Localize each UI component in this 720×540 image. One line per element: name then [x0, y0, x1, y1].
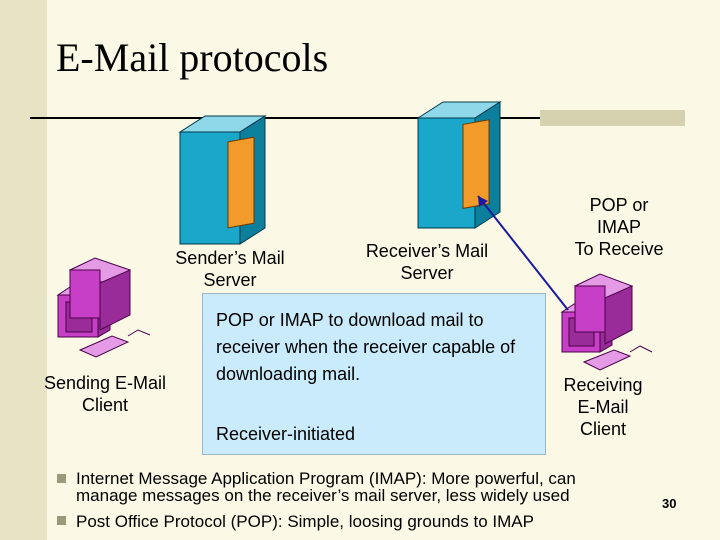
info-box: [202, 293, 546, 455]
download-arrow: [477, 195, 569, 311]
info-box-subtext: Receiver-initiated: [216, 424, 356, 444]
sender-server-label: Sender’s Mail Server: [175, 248, 285, 290]
title-accent: [540, 110, 685, 126]
sending-client-label: Sending E-Mail Client: [43, 373, 167, 415]
page-title: E-Mail protocols: [56, 35, 329, 80]
receiver-server-icon: [416, 101, 502, 229]
pop-imap-label: POP or IMAP To Receive: [574, 195, 664, 259]
page-number: 30: [662, 496, 677, 511]
receiving-client-label: Receiving E-Mail Client: [563, 375, 643, 439]
sender-server-icon: [178, 115, 267, 245]
left-band: [0, 0, 47, 540]
bullet-marker: [57, 474, 66, 483]
bullet-item: Post Office Protocol (POP): Simple, loos…: [76, 512, 534, 531]
sending-computer-icon: [56, 257, 151, 358]
receiver-server-label: Receiver’s Mail Server: [365, 241, 489, 283]
receiving-computer-icon: [560, 273, 653, 371]
bullet-item: Internet Message Application Program (IM…: [76, 469, 576, 505]
title-rule: [30, 117, 540, 119]
bullet-marker: [57, 516, 66, 525]
info-box-text: POP or IMAP to download mail to receiver…: [216, 310, 516, 384]
